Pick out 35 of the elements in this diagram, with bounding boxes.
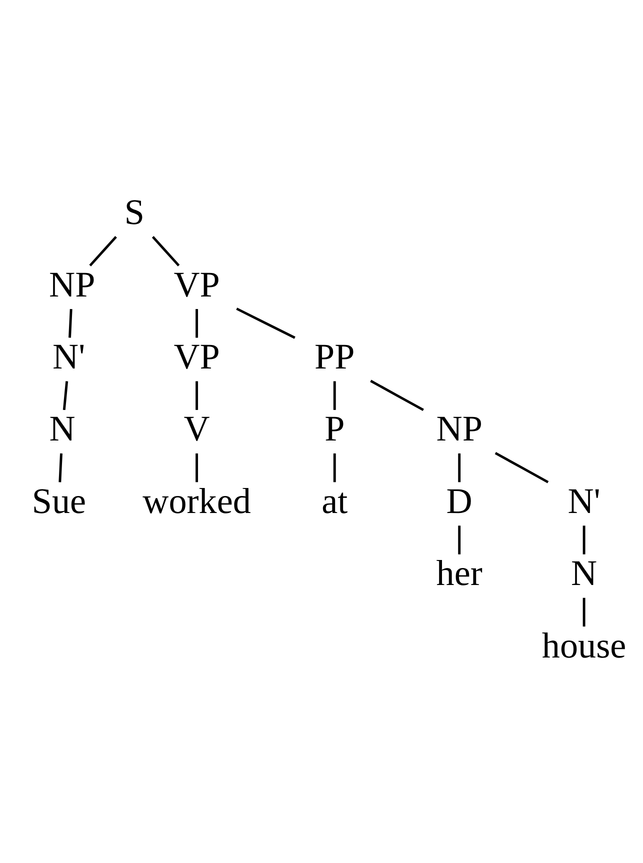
connector bbox=[370, 380, 424, 412]
node-text: VP bbox=[174, 336, 220, 376]
connector bbox=[58, 453, 62, 482]
connector bbox=[62, 381, 68, 410]
connector bbox=[196, 453, 198, 482]
node-text: N bbox=[49, 408, 76, 449]
connector bbox=[196, 381, 198, 410]
connector bbox=[152, 236, 180, 266]
connector bbox=[89, 236, 117, 266]
node-text: VP bbox=[174, 264, 220, 304]
node-text: Sue bbox=[32, 480, 86, 521]
connector bbox=[582, 526, 586, 554]
connector bbox=[458, 526, 461, 554]
connector bbox=[582, 598, 586, 627]
connector bbox=[494, 452, 549, 484]
node-text: S bbox=[124, 192, 144, 232]
node-text: V bbox=[184, 408, 210, 449]
connector bbox=[68, 308, 72, 338]
node-text: PP bbox=[314, 336, 355, 376]
node-text: N bbox=[571, 553, 598, 594]
node-text: N' bbox=[568, 480, 600, 521]
connector bbox=[458, 453, 461, 482]
node-text: house bbox=[542, 625, 626, 666]
node-text: P bbox=[324, 408, 345, 449]
connector bbox=[196, 309, 198, 338]
node-text: D bbox=[446, 480, 472, 521]
node-text: worked bbox=[142, 480, 251, 521]
connector bbox=[236, 308, 296, 339]
node-text: at bbox=[322, 480, 348, 521]
node-text: her bbox=[436, 553, 482, 594]
node-text: NP bbox=[49, 264, 96, 304]
connector bbox=[333, 453, 336, 482]
node-text: N' bbox=[52, 336, 86, 376]
node-text: NP bbox=[436, 408, 482, 449]
connector bbox=[333, 381, 336, 410]
